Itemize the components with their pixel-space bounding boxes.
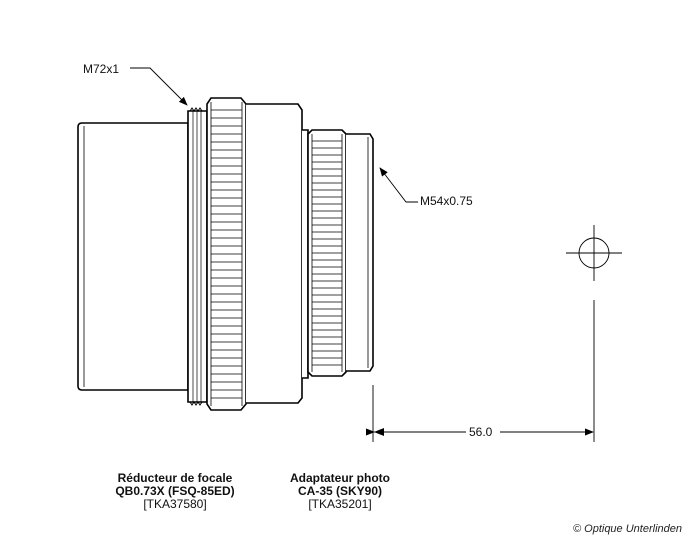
m54-leader <box>379 167 418 203</box>
thread-section <box>187 110 208 403</box>
caption-name: Adaptateur photo <box>290 471 390 485</box>
copyright: © Optique Unterlinden <box>572 523 682 535</box>
caption-adapter: Adaptateur photo CA-35 (SKY90) [TKA35201… <box>250 472 430 511</box>
m72-leader <box>130 67 188 106</box>
caption-reducer: Réducteur de focale QB0.73X (FSQ-85ED) [… <box>85 472 265 511</box>
caption-ref: [TKA35201] <box>308 497 372 511</box>
caption-ref: [TKA37580] <box>143 497 207 511</box>
caption-name: Réducteur de focale <box>117 471 233 485</box>
reducer-body <box>246 103 303 404</box>
label-dimension: 56.0 <box>469 425 493 439</box>
label-m72x1: M72x1 <box>83 62 120 76</box>
adapter-tube <box>346 133 374 372</box>
caption-model: CA-35 (SKY90) <box>297 484 383 498</box>
caption-model: QB0.73X (FSQ-85ED) <box>115 484 235 498</box>
label-m54x0-75: M54x0.75 <box>420 194 473 208</box>
adapter-step <box>302 129 309 379</box>
reducer-tube <box>77 122 189 391</box>
